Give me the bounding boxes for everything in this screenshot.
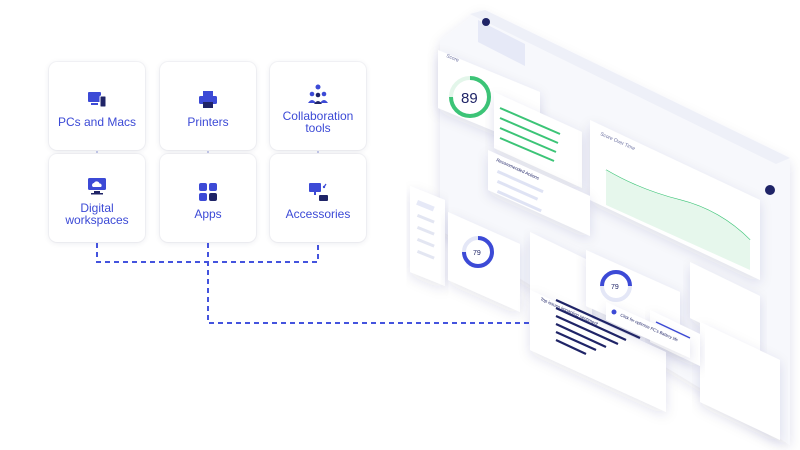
printer-icon (199, 90, 217, 108)
card-label: Printers (187, 114, 229, 129)
right-panel-top (690, 262, 760, 352)
card-accessories: Accessories (270, 154, 366, 242)
score-trend-area (606, 170, 750, 270)
card-label: Accessories (285, 206, 351, 221)
donut-panel (448, 212, 520, 312)
card-digital-workspaces: Digital workspaces (49, 154, 145, 242)
donut-ring-fill (462, 236, 494, 268)
breakdown-bars (499, 107, 561, 162)
vertical-dotted-links (96, 151, 319, 154)
popup-card (606, 302, 690, 358)
app-logo-icon (482, 18, 490, 26)
card-printers: Printers (160, 62, 256, 150)
card-pcs-and-macs: PCs and Macs (49, 62, 145, 150)
top-issues-bars (555, 298, 641, 355)
apps-grid-icon (199, 182, 217, 201)
score-ring-fill (449, 76, 491, 118)
score-panel-title: Score (445, 53, 460, 64)
score-value: 89 (461, 90, 478, 107)
device-list-panel (410, 186, 445, 286)
card-collaboration-tools: Collaboration tools (270, 62, 366, 150)
card-label: PCs and Macs (57, 114, 137, 129)
dashboard-sidebar (478, 20, 525, 66)
right-panel-bottom (700, 322, 780, 440)
device-list-rows (416, 214, 435, 260)
donut-value: 79 (473, 250, 481, 257)
desk-accessories-icon (309, 182, 328, 201)
cloud-monitor-icon (88, 177, 106, 194)
card-apps: Apps (160, 154, 256, 242)
card-label: Apps (194, 206, 222, 221)
gauge-ring-fill (600, 270, 632, 287)
devices-icon (88, 91, 107, 107)
card-label: Collaboration tools (282, 108, 354, 135)
selection-highlight (655, 321, 691, 339)
popup-icon (611, 309, 617, 315)
dashboard-header (470, 10, 790, 164)
card-label: Digital workspaces (65, 200, 129, 227)
device-list-selected (416, 200, 435, 212)
gauge-value: 79 (611, 284, 619, 291)
dashed-connector (96, 243, 540, 324)
recommended-actions-rows (496, 170, 544, 213)
avatar-icon (765, 185, 775, 195)
recommended-actions-panel (488, 150, 590, 236)
people-group-icon (308, 84, 328, 104)
